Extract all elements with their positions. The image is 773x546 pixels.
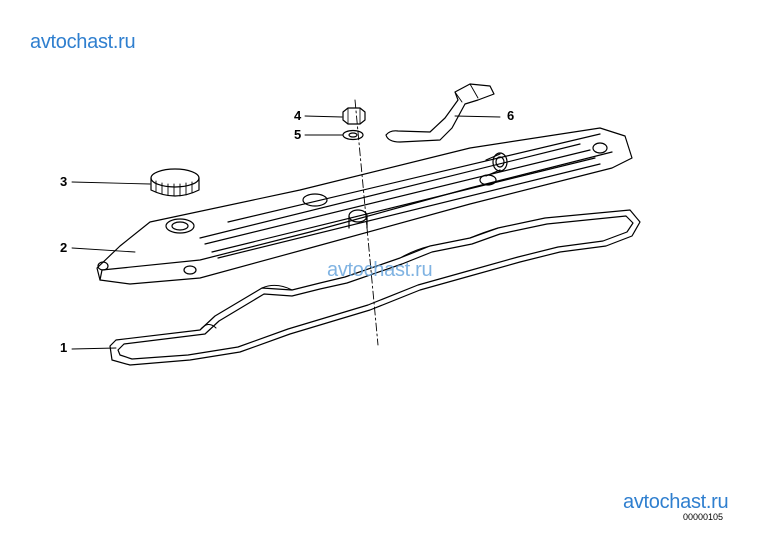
cylinder-head-cover (96, 127, 633, 285)
callout-4: 4 (294, 108, 302, 123)
callout-3: 3 (60, 174, 68, 189)
callout-6: 6 (507, 108, 515, 123)
callout-5: 5 (294, 127, 302, 142)
leader-lines (71, 115, 501, 350)
callout-1: 1 (60, 340, 68, 355)
nut (342, 107, 366, 125)
watermark-middle: avtochast.ru (327, 259, 433, 281)
washer (342, 129, 364, 141)
drawing-number: 00000105 (683, 512, 724, 522)
bracket (385, 83, 495, 143)
callout-2: 2 (60, 240, 68, 255)
watermark-bottom: avtochast.ru (623, 491, 729, 513)
assembly-axis (354, 99, 379, 346)
filler-cap (150, 168, 200, 197)
watermark-top: avtochast.ru (30, 31, 136, 53)
gasket (109, 209, 641, 366)
